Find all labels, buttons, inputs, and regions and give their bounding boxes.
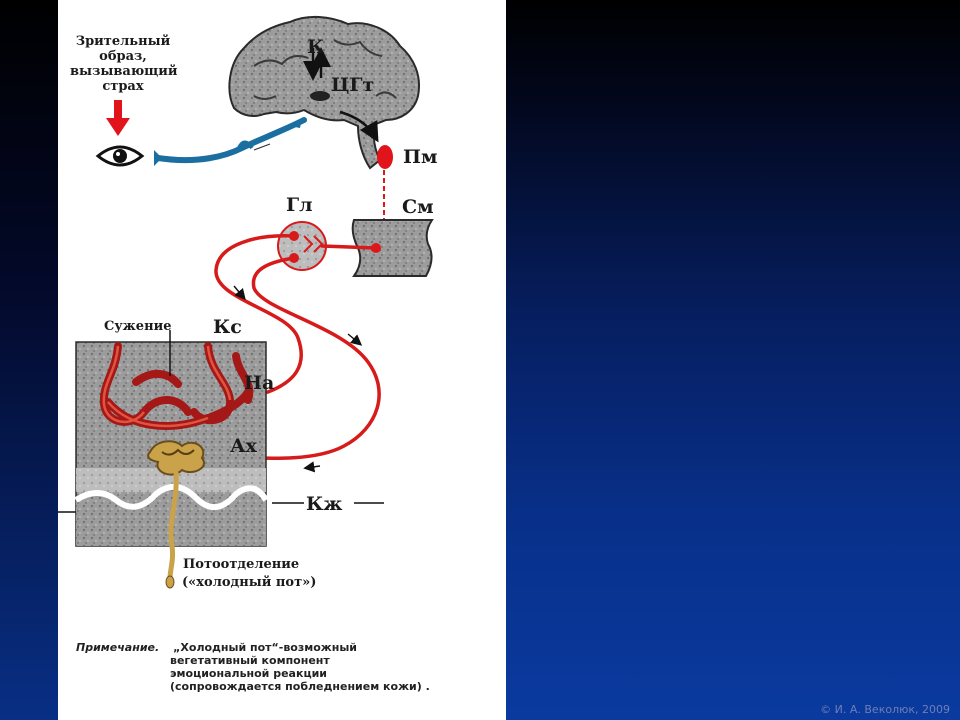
label-na: На — [244, 372, 275, 394]
visual-stimulus-caption: Зрительный образ, вызывающий страх — [70, 34, 178, 94]
note-line-3: эмоциональной реакции — [170, 667, 328, 680]
note-line-4: (сопровождается побледнением кожи) . — [170, 680, 430, 693]
figure-note: Примечание. „Холодный пот“-возможный веге… — [76, 641, 436, 693]
label-cgt: ЦГт — [331, 74, 375, 96]
spinal-cord-segment — [351, 219, 434, 277]
note-line-2: вегетативный компонент — [170, 654, 330, 667]
brain-illustration — [228, 16, 420, 170]
label-ks: Кс — [213, 316, 242, 338]
note-line-1: „Холодный пот“-возможный — [173, 641, 358, 654]
note-heading: Примечание. — [76, 641, 160, 654]
direction-arrows — [233, 285, 363, 473]
label-ax: Ах — [230, 435, 257, 457]
sweating-caption-line1: Потоотделение — [183, 557, 300, 572]
sweating-caption-line2: («холодный пот») — [182, 575, 317, 590]
eye-icon — [95, 145, 145, 167]
optic-pathway — [154, 117, 307, 166]
label-kzh: Кж — [306, 493, 343, 515]
slide-left-margin — [0, 0, 58, 720]
blood-vessels-highlight — [102, 345, 232, 428]
label-cortex: К — [307, 36, 325, 58]
label-pm: Пм — [403, 146, 438, 168]
stimulus-arrow-icon — [106, 100, 130, 136]
label-sm: См — [402, 196, 434, 218]
label-constriction: Сужение — [104, 319, 172, 334]
copyright-text: © И. А. Веколюк, 2009 — [820, 703, 950, 716]
sympathetic-fibers — [212, 234, 381, 461]
neural-pathway-diagram — [58, 16, 434, 589]
ganglion — [277, 221, 327, 271]
sweat-gland — [147, 440, 205, 589]
label-gl: Гл — [286, 194, 313, 216]
